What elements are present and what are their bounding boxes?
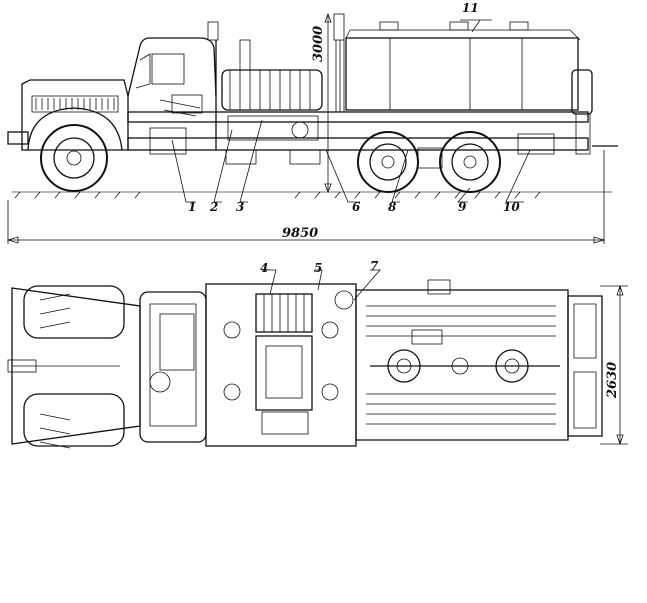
callout-4: 4 bbox=[260, 261, 268, 275]
tank-top bbox=[356, 280, 568, 440]
width-label: 2630 bbox=[605, 362, 620, 399]
callout-1: 1 bbox=[188, 200, 196, 214]
callout-7: 7 bbox=[370, 259, 379, 273]
top-view bbox=[8, 270, 628, 448]
callout-5: 5 bbox=[314, 261, 322, 275]
pump-unit bbox=[222, 40, 322, 140]
height-label: 3000 bbox=[311, 26, 326, 62]
leader-lines bbox=[172, 20, 530, 202]
callout-11: 11 bbox=[462, 1, 479, 15]
callout-8: 8 bbox=[388, 200, 397, 214]
pump-compartment bbox=[206, 284, 356, 446]
overall-length-label: 9850 bbox=[282, 226, 318, 241]
front-tires-top bbox=[24, 286, 124, 448]
callout-2: 2 bbox=[209, 200, 218, 214]
callout-6: 6 bbox=[352, 200, 361, 214]
rear-deck-top bbox=[568, 296, 602, 436]
truck-cab bbox=[128, 22, 218, 150]
cab-top bbox=[8, 288, 206, 444]
callout-3: 3 bbox=[236, 200, 244, 214]
ground-line bbox=[12, 192, 612, 198]
callout-9: 9 bbox=[458, 200, 467, 214]
callout-10: 10 bbox=[503, 200, 520, 214]
